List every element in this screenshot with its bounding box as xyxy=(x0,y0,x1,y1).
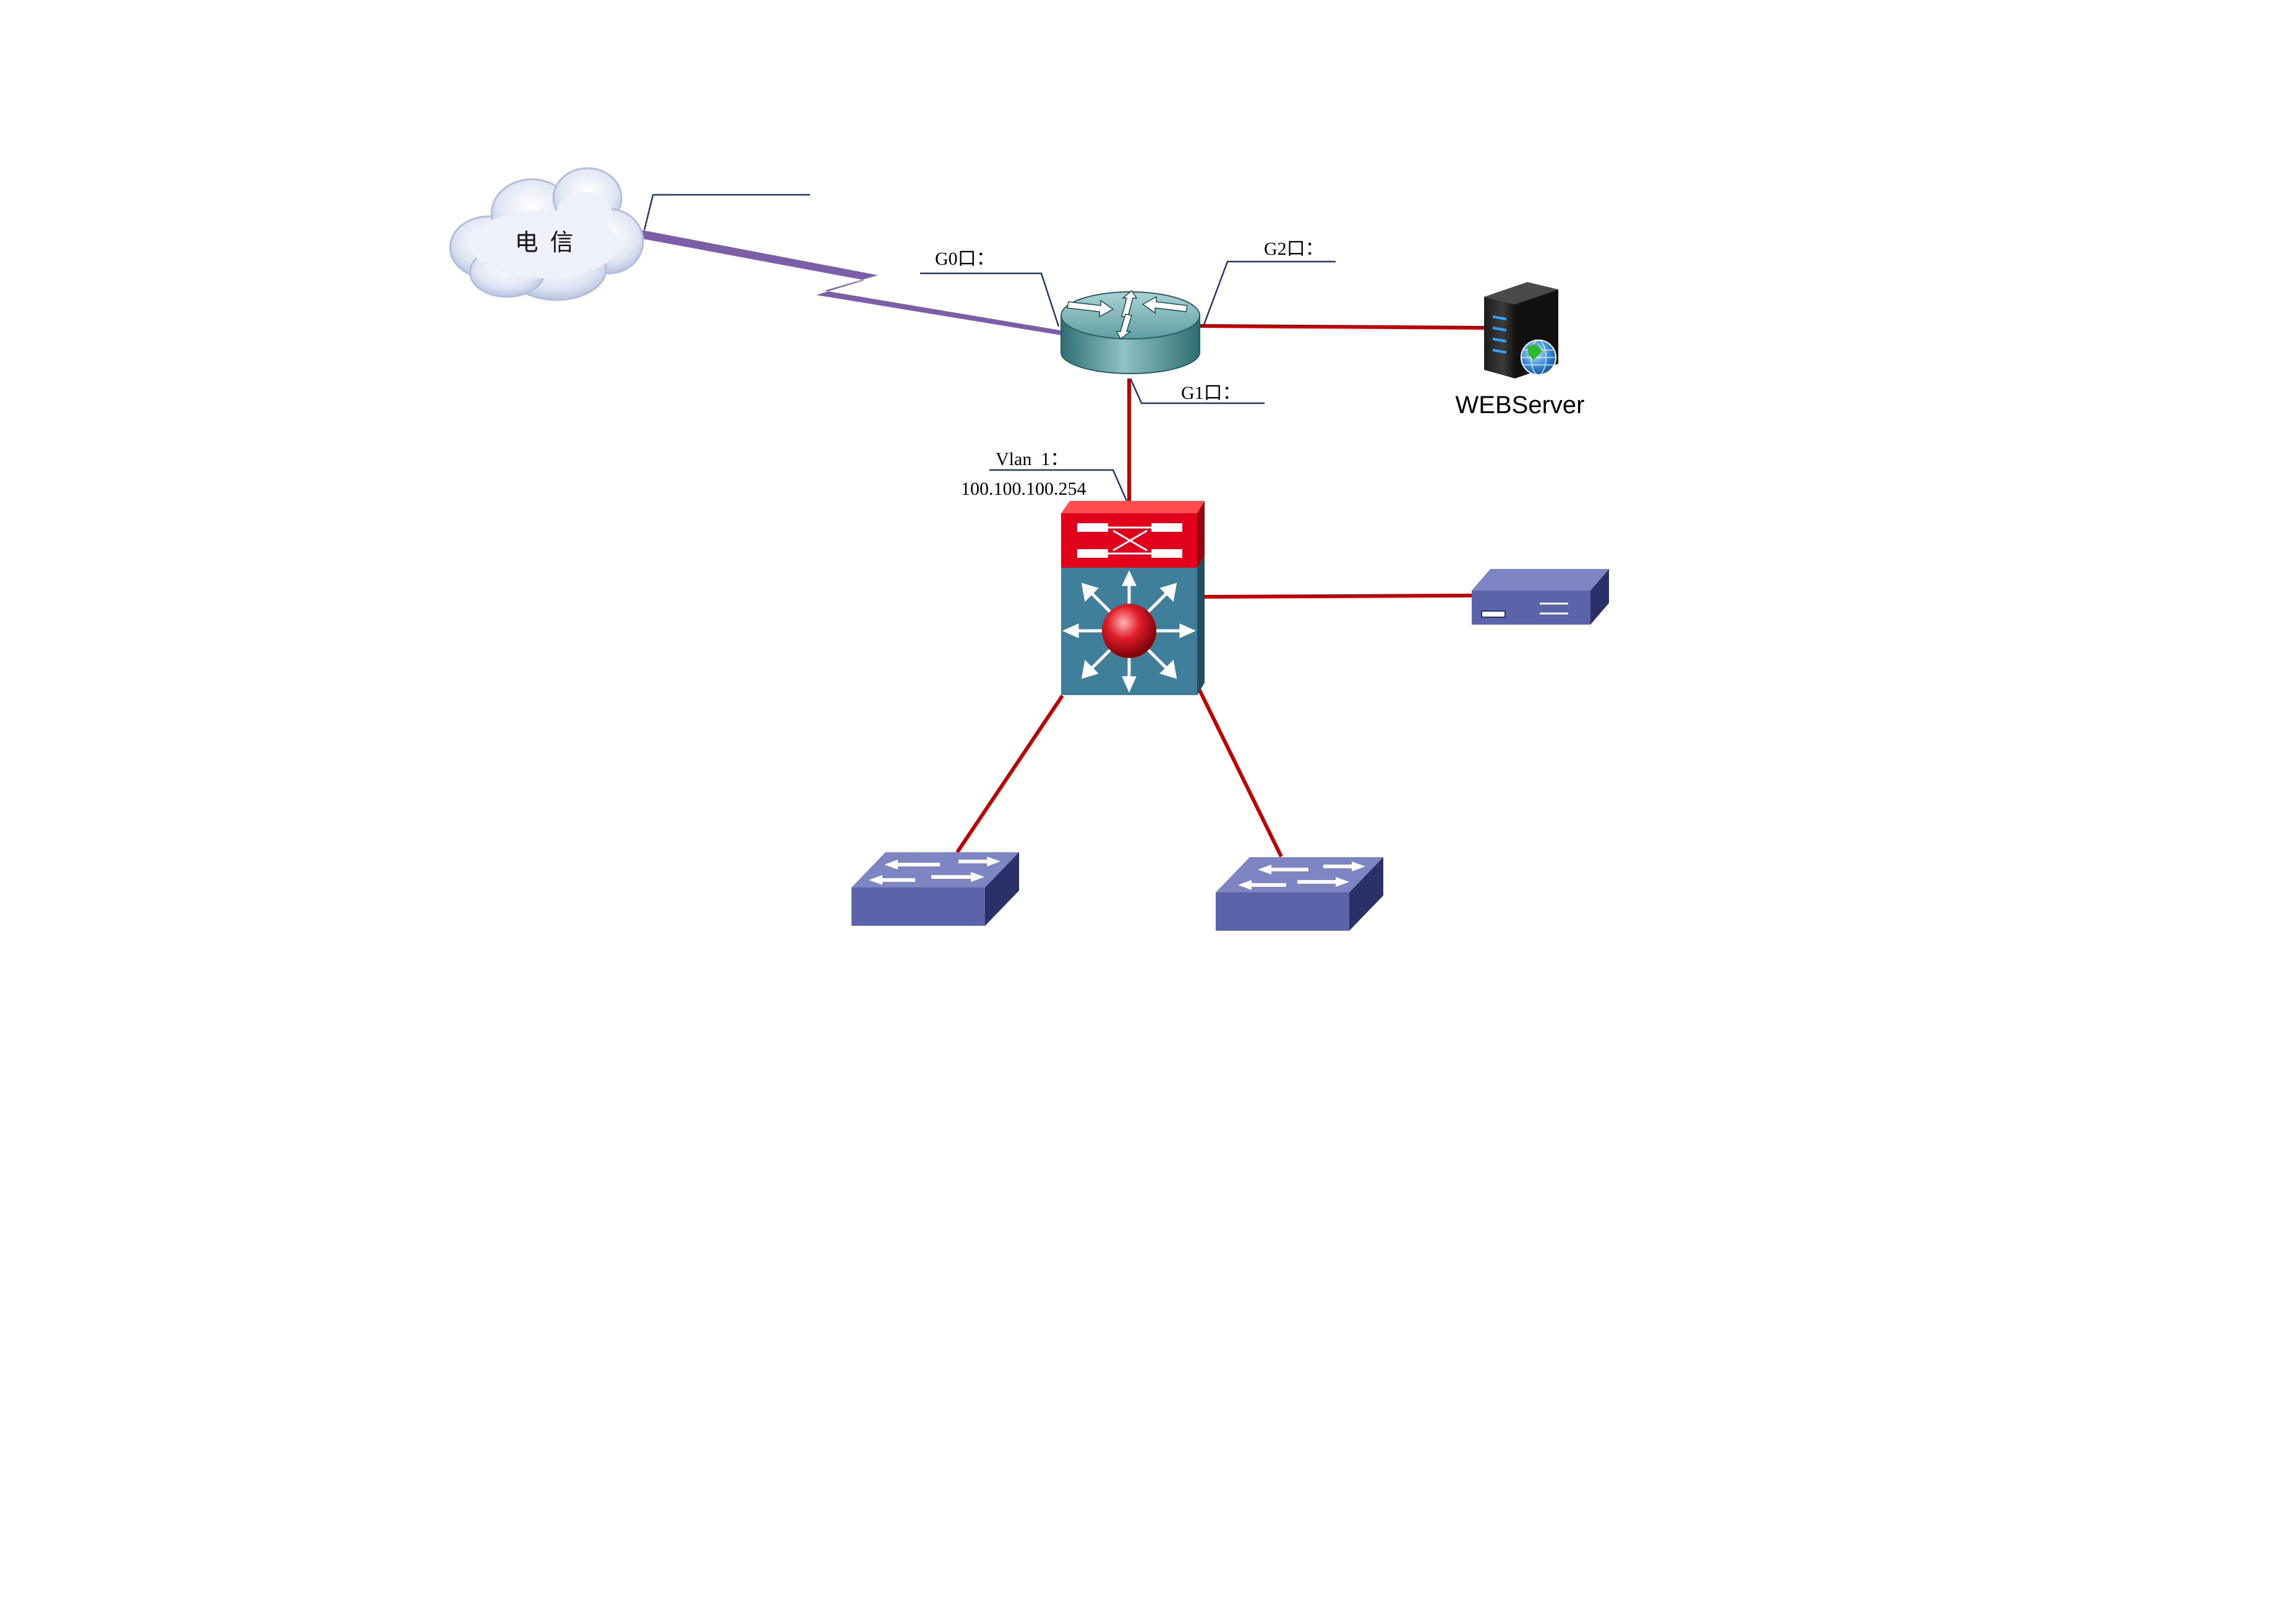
router-icon xyxy=(1061,289,1200,374)
g0-port-label: G0口： xyxy=(935,249,995,269)
callout-lines xyxy=(643,194,1336,502)
g1-port-label: G1口： xyxy=(1181,383,1241,403)
link-router-webserver xyxy=(1199,324,1485,330)
callout-cloud xyxy=(643,194,810,231)
webserver-label: WEBServer xyxy=(1456,391,1585,419)
cloud-icon xyxy=(449,167,644,301)
g2-port-label: G2口： xyxy=(1264,239,1324,259)
link-core-appliance xyxy=(1204,594,1472,599)
vlan-label: Vlan 1： xyxy=(996,449,1069,469)
access-switch-left-icon xyxy=(851,852,1019,926)
cloud-label: 电 信 xyxy=(514,230,573,256)
callout-g2 xyxy=(1203,260,1336,325)
link-core-access-switch-right xyxy=(1195,684,1283,858)
access-switch-right-icon xyxy=(1216,857,1383,931)
callout-g1 xyxy=(1129,378,1265,404)
network-appliance-icon xyxy=(1472,569,1609,625)
callout-vlan xyxy=(989,469,1128,502)
link-core-access-switch-left xyxy=(955,694,1064,853)
wan-link-lightning xyxy=(639,230,1064,335)
links xyxy=(955,324,1485,858)
callout-g0 xyxy=(920,272,1060,327)
vlan-ip-label: 100.100.100.254 xyxy=(961,479,1086,499)
core-switch-icon xyxy=(1061,501,1205,695)
web-server-icon xyxy=(1484,282,1558,378)
